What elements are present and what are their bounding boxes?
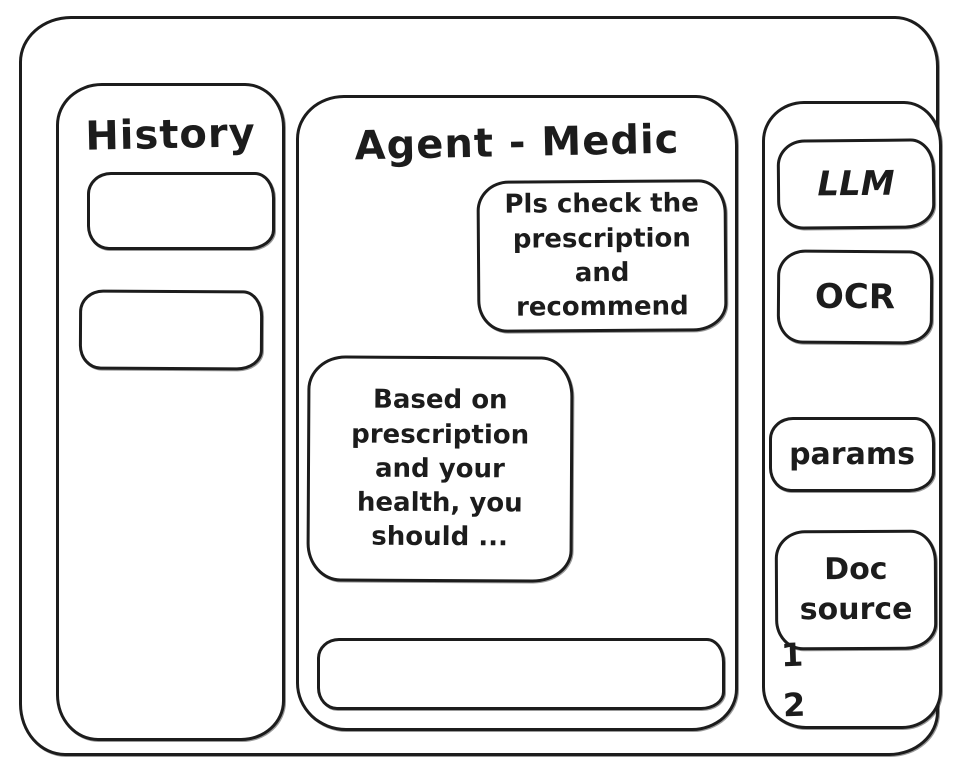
history-panel-title: History (84, 110, 257, 160)
app-frame: History Agent - Medic Pls check the pres… (19, 16, 942, 756)
history-item[interactable] (87, 172, 275, 250)
assistant-message-bubble: Based on prescription and your health, y… (306, 355, 574, 583)
history-item[interactable] (78, 289, 264, 371)
doc-source-button[interactable]: Doc source (774, 529, 938, 651)
chat-panel: Agent - Medic Pls check the prescription… (296, 95, 738, 731)
tools-panel: LLM OCR params Doc source 1 2 (762, 101, 942, 729)
params-button[interactable]: params (769, 417, 935, 492)
message-input[interactable] (317, 638, 725, 710)
chat-panel-title: Agent - Medic (354, 116, 680, 170)
ocr-button[interactable]: OCR (776, 249, 934, 345)
user-message-bubble: Pls check the prescription and recommend (476, 179, 728, 333)
annotation-number-2: 2 (782, 685, 806, 725)
history-panel: History (56, 83, 285, 741)
llm-button[interactable]: LLM (776, 138, 936, 230)
annotation-number-1: 1 (780, 635, 804, 675)
